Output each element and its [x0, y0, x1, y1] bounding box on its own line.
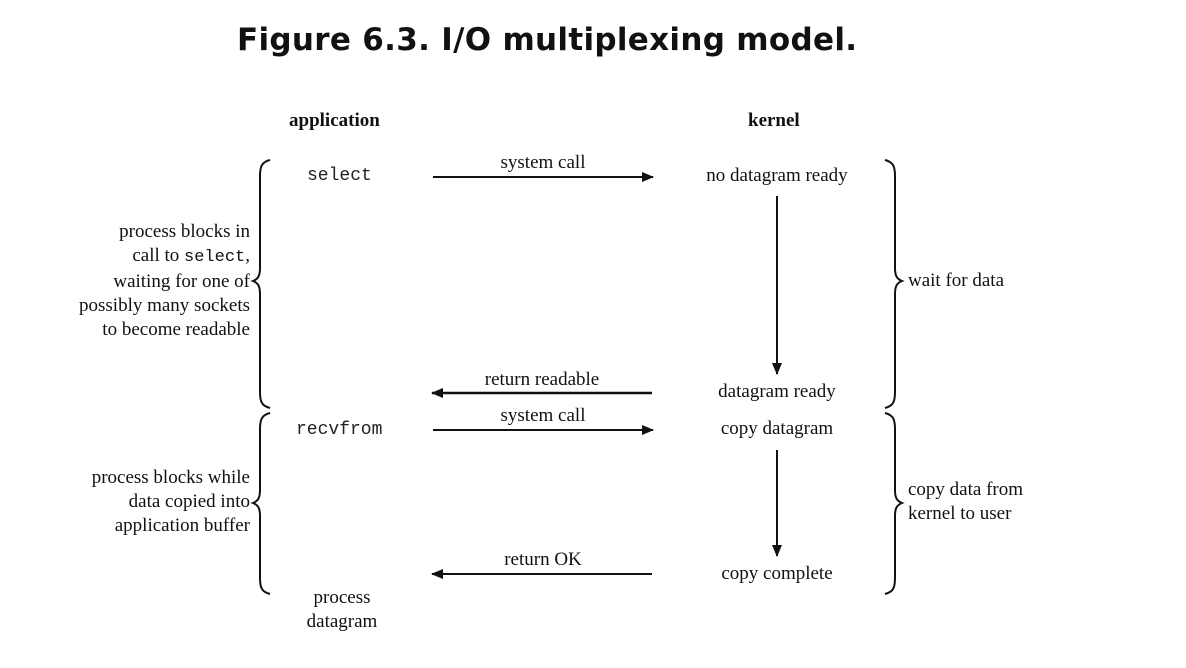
right-brace-copy: [884, 412, 905, 595]
select-note-line-4: possibly many sockets: [79, 295, 250, 316]
select-blocking-note: process blocks in call to select, waitin…: [30, 220, 250, 342]
copy-datagram-label: copy datagram: [720, 418, 834, 439]
select-note-line-2: call to select,: [30, 244, 250, 270]
select-note-line-5: to become readable: [102, 319, 250, 340]
right-brace-wait: [884, 159, 905, 409]
select-note-line-1: process blocks in: [119, 221, 250, 242]
select-note-code: select: [184, 248, 246, 267]
select-call-label: select: [307, 166, 372, 186]
return-ok-label: return OK: [504, 549, 582, 570]
process-datagram-label: process datagram: [306, 587, 378, 632]
left-brace-select: [250, 159, 271, 409]
select-note-prefix: call to: [132, 245, 185, 266]
copy-complete-label: copy complete: [721, 563, 833, 584]
copy-blocking-note: process blocks while data copied into ap…: [91, 467, 250, 536]
kernel-column-header: kernel: [748, 110, 800, 131]
figure-title: Figure 6.3. I/O multiplexing model.: [237, 22, 858, 58]
application-column-header: application: [289, 110, 380, 131]
return-readable-label: return readable: [484, 369, 600, 390]
datagram-ready-label: datagram ready: [718, 381, 836, 402]
no-datagram-ready-label: no datagram ready: [706, 165, 848, 186]
left-brace-copy: [250, 412, 271, 595]
system-call-label-2: system call: [500, 405, 586, 426]
select-note-suffix: ,: [245, 245, 250, 266]
wait-for-data-note: wait for data: [908, 270, 1005, 291]
select-note-line-3: waiting for one of: [113, 271, 250, 292]
system-call-label-1: system call: [500, 152, 586, 173]
copy-data-note: copy data from kernel to user: [908, 479, 1024, 524]
recvfrom-call-label: recvfrom: [296, 420, 383, 440]
